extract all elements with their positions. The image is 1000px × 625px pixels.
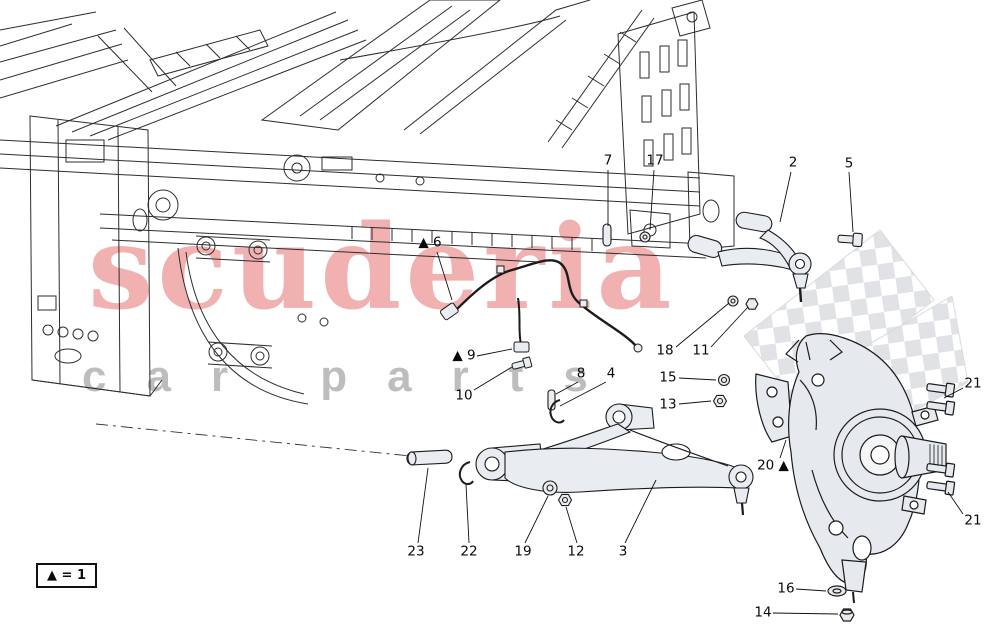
upper-wishbone <box>602 211 863 408</box>
legend-label: ▲ = 1 <box>47 568 86 583</box>
part-callout-8: 8 <box>576 365 586 382</box>
part-callout-21: 21 <box>964 512 982 529</box>
part-callout-4: 4 <box>606 365 616 382</box>
part-callout-10: 10 <box>455 387 473 404</box>
abs-sensor-cable <box>439 259 643 370</box>
part-callout-5: 5 <box>844 155 854 172</box>
part-callout-19: 19 <box>514 543 532 560</box>
part-callout-12: 12 <box>567 543 585 560</box>
part-callout-20: 20 ▲ <box>757 457 789 474</box>
part-callout-2: 2 <box>788 154 798 171</box>
part-callout-17: 17 <box>646 152 664 169</box>
part-callout-23: 23 <box>407 543 425 560</box>
part-callout-21: 21 <box>964 375 982 392</box>
part-callout-18: 18 <box>656 342 674 359</box>
legend-box: ▲ = 1 <box>36 563 97 588</box>
part-callout-9: ▲ 9 <box>452 347 476 364</box>
part-callout-14: 14 <box>754 604 772 621</box>
part-callout-15: 15 <box>659 369 677 386</box>
wheel-knuckle <box>755 333 956 622</box>
part-callout-6: ▲ 6 <box>418 234 442 251</box>
leader-lines <box>417 169 964 615</box>
part-callout-7: 7 <box>603 152 613 169</box>
part-callout-13: 13 <box>659 396 677 413</box>
lower-wishbone <box>406 389 754 516</box>
chassis-body-drawing <box>0 0 735 459</box>
part-callout-3: 3 <box>618 543 628 560</box>
part-callout-22: 22 <box>460 543 478 560</box>
part-callout-16: 16 <box>777 580 795 597</box>
part-callout-11: 11 <box>692 342 710 359</box>
